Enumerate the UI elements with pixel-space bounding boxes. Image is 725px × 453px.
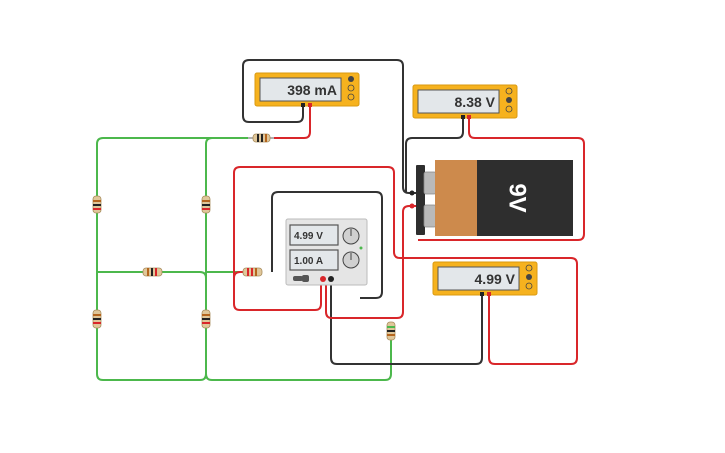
battery-voltmeter-terminal-pos[interactable] [467, 115, 471, 119]
power-supply-current-display [289, 249, 339, 271]
battery-label: 9V [504, 183, 531, 212]
green-wires [96, 137, 392, 381]
battery-voltmeter-dial-icon[interactable] [506, 97, 512, 103]
power-supply[interactable]: 4.99 V 1.00 A [285, 218, 368, 286]
resistor-top[interactable] [248, 133, 274, 143]
wire-red-ammeter-out[interactable] [270, 105, 311, 139]
power-supply-terminal-neg[interactable] [328, 276, 334, 282]
power-supply-terminal-ground[interactable] [302, 275, 309, 282]
supply-voltmeter-dial-icon[interactable] [526, 274, 532, 280]
wire-green-left-bottom[interactable] [96, 327, 207, 381]
battery-voltmeter-reading: 8.38 V [455, 94, 496, 110]
supply-voltmeter-terminal-pos[interactable] [487, 292, 491, 296]
red-wires [233, 105, 585, 365]
battery-voltmeter-mode-icon[interactable] [505, 87, 513, 95]
wire-green-bottom-long[interactable] [205, 340, 392, 381]
ammeter-mode-icon[interactable] [347, 84, 355, 92]
supply-voltmeter-terminal-neg[interactable] [480, 292, 484, 296]
battery-copper-cap [435, 160, 477, 236]
battery-9v[interactable]: 9V [409, 160, 574, 236]
ammeter[interactable]: 398 mA [254, 72, 360, 107]
ammeter-reading: 398 mA [287, 82, 337, 98]
resistor-right[interactable] [242, 267, 263, 277]
black-wires [242, 59, 483, 365]
wire-green-top-inner[interactable] [205, 137, 213, 198]
wire-green-horizontal-mid[interactable] [162, 271, 207, 279]
supply-voltmeter-reading: 4.99 V [475, 271, 516, 287]
resistor-left-upper[interactable] [92, 195, 102, 214]
battery-body [477, 160, 573, 236]
wire-black-battery-meter[interactable] [405, 118, 464, 193]
power-supply-voltage-display [289, 224, 339, 246]
supply-voltmeter-mode-icon-2[interactable] [525, 282, 533, 290]
battery-terminal-pos[interactable] [423, 204, 437, 228]
power-supply-voltage: 4.99 V [294, 231, 323, 242]
power-supply-terminal-pos[interactable] [320, 276, 326, 282]
resistor-bottom-right[interactable] [386, 321, 396, 341]
resistors [92, 133, 396, 341]
battery-terminal-plate[interactable] [416, 165, 425, 235]
supply-voltmeter-mode-icon[interactable] [525, 264, 533, 272]
wire-red-big-loop[interactable] [233, 271, 322, 311]
battery-voltmeter-mode-icon-2[interactable] [505, 105, 513, 113]
wire-green-top-left[interactable] [96, 137, 252, 198]
power-supply-current: 1.00 A [294, 256, 323, 267]
wire-black-supply-top[interactable] [271, 191, 383, 299]
resistor-middle[interactable] [142, 267, 163, 277]
battery-voltmeter[interactable]: 8.38 V [412, 84, 518, 119]
battery-terminal-neg[interactable] [423, 171, 437, 195]
wire-black-ammeter-loop[interactable] [242, 59, 418, 194]
ammeter-terminal-pos[interactable] [308, 103, 312, 107]
power-switch[interactable] [293, 276, 303, 281]
supply-voltmeter[interactable]: 4.99 V [432, 261, 538, 296]
wire-red-supply-plus[interactable] [325, 205, 418, 319]
power-supply-indicator-icon [359, 246, 363, 250]
ammeter-mode-icon-2[interactable] [347, 93, 355, 101]
resistor-inner-lower[interactable] [201, 309, 211, 329]
ammeter-dial-icon[interactable] [348, 76, 354, 82]
resistor-left-lower[interactable] [92, 309, 102, 329]
wire-red-supply-loop[interactable] [233, 166, 578, 365]
wire-black-supply-bottom[interactable] [330, 282, 483, 365]
ammeter-terminal-neg[interactable] [301, 103, 305, 107]
wire-red-battery-meter[interactable] [418, 118, 585, 241]
resistor-inner-upper[interactable] [201, 195, 211, 214]
battery-voltmeter-terminal-neg[interactable] [461, 115, 465, 119]
